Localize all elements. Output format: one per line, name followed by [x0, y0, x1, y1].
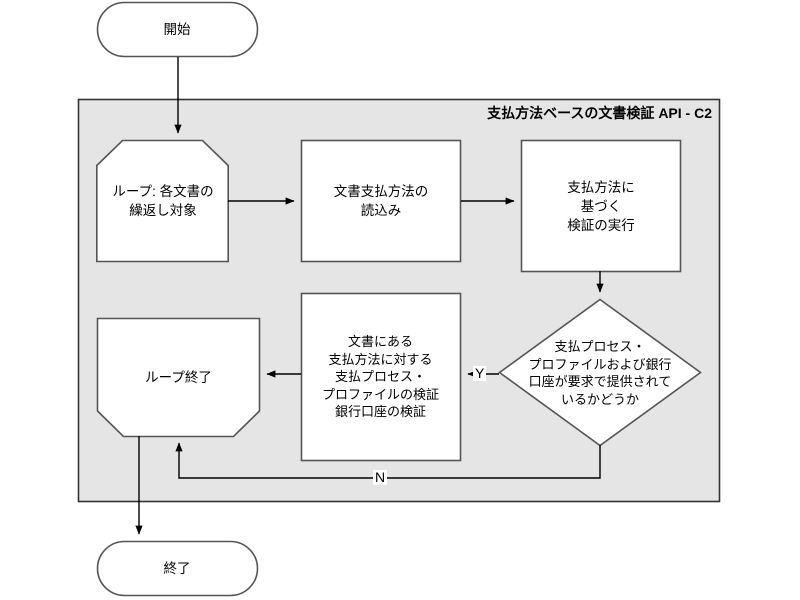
run-validation-shape	[520, 139, 682, 273]
validate-profile-shape	[300, 292, 462, 462]
edge-label-no: N	[373, 469, 388, 485]
edge-label-yes: Y	[473, 365, 487, 381]
edge-decision-no-to-loop-end	[175, 442, 601, 479]
loop-end-shape	[96, 317, 261, 438]
start-node-shape	[96, 1, 259, 58]
read-payment-method-shape	[300, 139, 462, 263]
loop-start-shape	[96, 139, 229, 263]
end-node-shape	[96, 540, 259, 597]
diagram-title: 支払方法ベースの文書検証 API - C2	[487, 105, 712, 121]
